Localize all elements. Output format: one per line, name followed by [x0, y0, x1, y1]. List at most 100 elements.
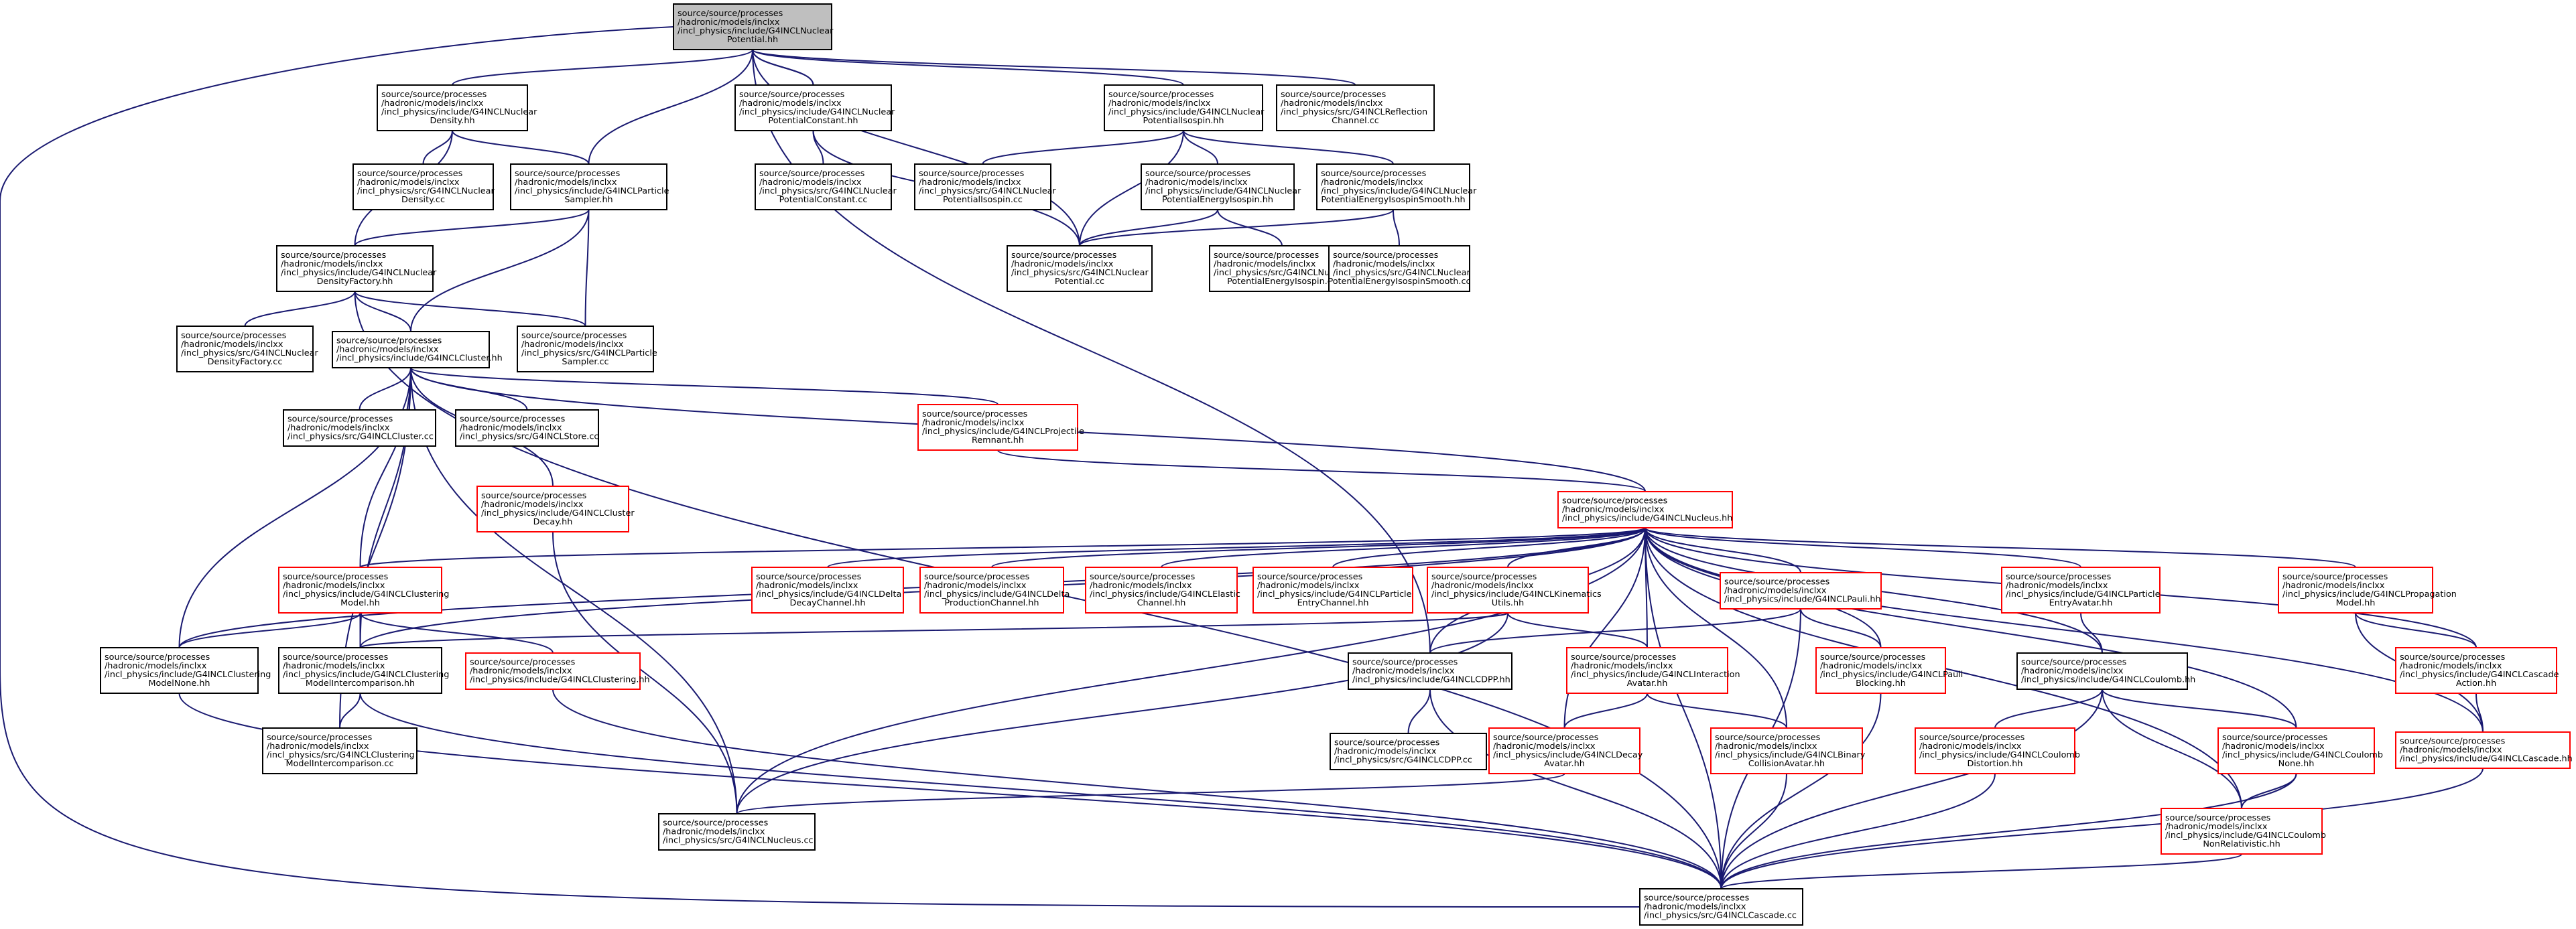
file-node-psampler_cc[interactable]: source/source/processes/hadronic/models/… [517, 326, 657, 372]
file-node-cascade_cc[interactable]: source/source/processes/hadronic/models/… [1639, 888, 1803, 926]
node-label-line: source/source/processes [1820, 652, 1926, 662]
file-node-cdpp_cc[interactable]: source/source/processes/hadronic/models/… [1330, 733, 1487, 770]
file-node-pconst_cc[interactable]: source/source/processes/hadronic/models/… [755, 163, 897, 210]
node-label-line: source/source/processes [1011, 251, 1117, 261]
node-label-line: ProductionChannel.hh [945, 598, 1039, 608]
node-box [1328, 245, 1470, 292]
node-label-line: /incl_physics/src/G4INCLCDPP.cc [1334, 756, 1472, 766]
file-node-pentry_avatar_hh[interactable]: source/source/processes/hadronic/models/… [2001, 567, 2161, 614]
include-edge-psampler_cc-to-ndfactory_hh [350, 283, 586, 327]
file-node-peiso_hh[interactable]: source/source/processes/hadronic/models/… [1141, 163, 1301, 210]
node-label-line: /incl_physics/src/G4INCLStore.cc [460, 432, 598, 442]
file-node-deltadecay_hh[interactable]: source/source/processes/hadronic/models/… [751, 567, 904, 614]
include-edge-nucleus_cc-to-nucleus_hh [736, 519, 1650, 814]
node-box [1104, 84, 1263, 131]
node-label-line: CollisionAvatar.hh [1748, 759, 1825, 769]
file-node-npotential_cc[interactable]: source/source/processes/hadronic/models/… [1007, 245, 1153, 292]
file-node-coulomb_nonrel_hh[interactable]: source/source/processes/hadronic/models/… [2161, 808, 2326, 855]
include-edge-pconst_hh-to-root [748, 41, 814, 86]
file-node-clustering_none_hh[interactable]: source/source/processes/hadronic/models/… [100, 647, 271, 694]
include-edge-pentry_channel_hh-to-nucleus_hh [1332, 519, 1650, 568]
file-node-elastic_hh[interactable]: source/source/processes/hadronic/models/… [1085, 567, 1240, 614]
file-node-ndfactory_cc[interactable]: source/source/processes/hadronic/models/… [176, 326, 318, 372]
node-label-line: /hadronic/models/inclxx [287, 423, 390, 433]
include-edge-cascade_cc-to-cdpp_hh [1425, 681, 1722, 889]
node-label-line: source/source/processes [919, 169, 1025, 179]
node-label-line: /hadronic/models/inclxx [281, 259, 383, 269]
node-label-line: source/source/processes [1724, 577, 1830, 587]
file-node-piso_hh[interactable]: source/source/processes/hadronic/models/… [1104, 84, 1265, 131]
file-node-kinematics_hh[interactable]: source/source/processes/hadronic/models/… [1427, 567, 1602, 614]
node-label-line: /incl_physics/src/G4INCLReflection [1281, 107, 1427, 117]
file-node-coulomb_distortion_hh[interactable]: source/source/processes/hadronic/models/… [1915, 727, 2080, 774]
node-label-line: /hadronic/models/inclxx [924, 581, 1027, 591]
node-label-line: Model.hh [2336, 598, 2376, 608]
node-box [914, 163, 1051, 210]
node-box [2001, 567, 2161, 614]
file-node-store_cc[interactable]: source/source/processes/hadronic/models/… [455, 409, 599, 447]
node-label-line: source/source/processes [1571, 652, 1677, 662]
file-node-deltaprod_hh[interactable]: source/source/processes/hadronic/models/… [919, 567, 1070, 614]
node-label-line: source/source/processes [521, 331, 627, 341]
file-node-ndensity_hh[interactable]: source/source/processes/hadronic/models/… [377, 84, 537, 131]
file-node-peisosmooth_hh[interactable]: source/source/processes/hadronic/models/… [1316, 163, 1477, 210]
file-node-decay_avatar_hh[interactable]: source/source/processes/hadronic/models/… [1488, 727, 1643, 774]
file-node-clustering_intercomp_cc[interactable]: source/source/processes/hadronic/models/… [262, 727, 417, 774]
file-node-root[interactable]: source/source/processes/hadronic/models/… [673, 3, 834, 50]
file-node-clusterdecay_hh[interactable]: source/source/processes/hadronic/models/… [476, 486, 635, 532]
include-edge-cascade_cc-to-clustering_none_hh [175, 685, 1722, 889]
file-node-piso_cc[interactable]: source/source/processes/hadronic/models/… [914, 163, 1056, 210]
node-label-line: /incl_physics/include/G4INCLNuclear [678, 26, 834, 36]
node-box [2395, 731, 2571, 769]
node-box [1557, 491, 1733, 528]
node-label-line: source/source/processes [1334, 738, 1440, 748]
file-node-clustering_model_hh[interactable]: source/source/processes/hadronic/models/… [278, 567, 449, 614]
include-edge-coulomb_hh-to-pentry_avatar_hh [2076, 604, 2103, 654]
file-node-reflection_cc[interactable]: source/source/processes/hadronic/models/… [1276, 84, 1435, 131]
node-box [2217, 727, 2375, 774]
node-label-line: /hadronic/models/inclxx [515, 177, 617, 188]
file-node-cascade_action_hh[interactable]: source/source/processes/hadronic/models/… [2395, 647, 2559, 694]
file-node-coulomb_hh[interactable]: source/source/processes/hadronic/models/… [2016, 652, 2195, 690]
node-label-line: /hadronic/models/inclxx [1562, 505, 1665, 515]
file-node-cluster_hh[interactable]: source/source/processes/hadronic/models/… [332, 331, 503, 368]
file-node-pconst_hh[interactable]: source/source/processes/hadronic/models/… [734, 84, 895, 131]
file-node-clustering_intercomp_hh[interactable]: source/source/processes/hadronic/models/… [278, 647, 449, 694]
file-node-pauli_blocking_hh[interactable]: source/source/processes/hadronic/models/… [1815, 647, 1963, 694]
include-edge-psampler_hh-to-ndensity_hh [448, 122, 590, 165]
file-node-pentry_channel_hh[interactable]: source/source/processes/hadronic/models/… [1252, 567, 1413, 614]
include-edge-cluster_hh-to-ndfactory_hh [350, 283, 411, 332]
file-node-nucleus_hh[interactable]: source/source/processes/hadronic/models/… [1557, 491, 1733, 528]
file-node-coulomb_none_hh[interactable]: source/source/processes/hadronic/models/… [2217, 727, 2383, 774]
file-node-psampler_hh[interactable]: source/source/processes/hadronic/models/… [510, 163, 669, 210]
file-node-interaction_avatar_hh[interactable]: source/source/processes/hadronic/models/… [1566, 647, 1740, 694]
file-node-nucleus_cc[interactable]: source/source/processes/hadronic/models/… [658, 813, 816, 851]
node-label-line: /incl_physics/include/G4INCLNuclear [1108, 107, 1265, 117]
include-edge-projremnant_hh-to-cluster_hh [406, 359, 999, 405]
file-node-pauli_hh[interactable]: source/source/processes/hadronic/models/… [1720, 572, 1882, 610]
node-label-line: /incl_physics/include/G4INCLParticle [515, 186, 669, 196]
file-node-ndensity_cc[interactable]: source/source/processes/hadronic/models/… [352, 163, 495, 210]
node-label-line: /incl_physics/src/G4INCLParticle [521, 348, 657, 358]
include-edge-ndensity_hh-to-root [452, 41, 757, 86]
file-node-cascade_hh[interactable]: source/source/processes/hadronic/models/… [2395, 731, 2573, 769]
file-node-peisosmooth_cc[interactable]: source/source/processes/hadronic/models/… [1328, 245, 1471, 292]
file-node-propagation_hh[interactable]: source/source/processes/hadronic/models/… [2278, 567, 2457, 614]
node-label-line: source/source/processes [336, 336, 442, 346]
file-node-cdpp_hh[interactable]: source/source/processes/hadronic/models/… [1348, 652, 1512, 690]
node-label-line: Avatar.hh [1544, 759, 1585, 769]
file-node-binary_avatar_hh[interactable]: source/source/processes/hadronic/models/… [1710, 727, 1866, 774]
file-node-clustering_hh[interactable]: source/source/processes/hadronic/models/… [465, 652, 650, 690]
node-label-line: source/source/processes [1257, 572, 1363, 582]
include-edge-cluster_cc-to-cluster_hh [359, 359, 415, 411]
file-node-ndfactory_hh[interactable]: source/source/processes/hadronic/models/… [276, 245, 437, 292]
node-label-line: /incl_physics/src/G4INCLCascade.cc [1644, 911, 1797, 921]
node-label-line: source/source/processes [460, 415, 566, 425]
file-node-cluster_cc[interactable]: source/source/processes/hadronic/models/… [283, 409, 436, 447]
file-node-projremnant_hh[interactable]: source/source/processes/hadronic/models/… [917, 404, 1084, 451]
node-label-line: Density.cc [401, 195, 445, 205]
node-label-line: /hadronic/models/inclxx [1724, 586, 1827, 596]
node-label-line: /hadronic/models/inclxx [1644, 902, 1746, 912]
include-edge-cdpp_cc-to-cdpp_hh [1407, 681, 1435, 734]
node-label-line: /hadronic/models/inclxx [1108, 98, 1211, 109]
